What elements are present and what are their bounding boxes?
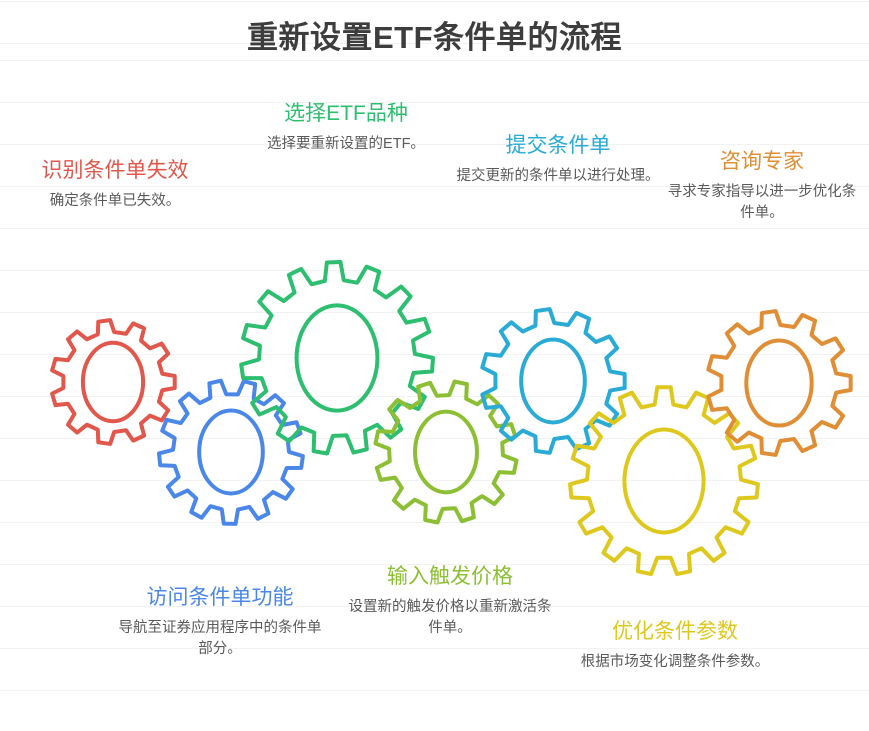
- gear-green-teeth: [239, 260, 435, 456]
- step-description: 设置新的触发价格以重新激活条件单。: [348, 598, 552, 637]
- step-callout-access-order-feature: 访问条件单功能 导航至证券应用程序中的条件单部分。: [114, 584, 326, 661]
- gear-green-icon: [239, 260, 435, 456]
- gear-lightblue-hub: [519, 337, 587, 425]
- gear-lightblue-icon: [480, 307, 627, 455]
- gear-yellow-teeth: [568, 385, 760, 577]
- page-title: 重新设置ETF条件单的流程: [246, 20, 623, 55]
- step-title: 优化条件参数: [612, 620, 738, 643]
- step-description: 导航至证券应用程序中的条件单部分。: [118, 619, 322, 658]
- step-callout-enter-trigger-price: 输入触发价格 设置新的触发价格以重新激活条件单。: [344, 563, 556, 640]
- step-callout-identify-expired-order: 识别条件单失效 确定条件单已失效。: [10, 157, 220, 212]
- step-title: 访问条件单功能: [146, 586, 294, 609]
- step-title: 提交条件单: [505, 134, 611, 157]
- step-title: 识别条件单失效: [41, 159, 189, 182]
- step-callout-select-etf: 选择ETF品种 选择要重新设置的ETF。: [246, 100, 446, 155]
- step-callout-consult-expert: 咨询专家 寻求专家指导以进一步优化条件单。: [662, 148, 862, 225]
- step-title: 选择ETF品种: [284, 102, 408, 125]
- gear-olive-hub: [413, 409, 479, 495]
- step-title: 咨询专家: [720, 150, 804, 173]
- gear-red-teeth: [50, 318, 177, 446]
- gear-orange-icon: [706, 309, 853, 457]
- gear-green-hub: [294, 303, 380, 413]
- gear-blue-teeth: [157, 378, 305, 526]
- gear-red-hub: [80, 340, 146, 424]
- gear-olive-icon: [373, 379, 519, 525]
- gear-lightblue-teeth: [480, 307, 627, 455]
- step-title: 输入触发价格: [387, 565, 513, 588]
- step-description: 确定条件单已失效。: [49, 192, 181, 209]
- gear-red-icon: [50, 318, 177, 446]
- step-callout-optimize-parameters: 优化条件参数 根据市场变化调整条件参数。: [568, 618, 782, 673]
- gear-orange-hub: [744, 338, 814, 428]
- gear-yellow-icon: [568, 385, 760, 577]
- step-description: 根据市场变化调整条件参数。: [580, 653, 770, 670]
- step-description: 选择要重新设置的ETF。: [267, 135, 425, 152]
- gear-orange-teeth: [706, 309, 853, 457]
- step-callout-submit-order: 提交条件单 提交更新的条件单以进行处理。: [452, 132, 664, 187]
- gear-yellow-hub: [622, 427, 706, 535]
- step-description: 寻求专家指导以进一步优化条件单。: [667, 183, 857, 222]
- gear-blue-icon: [157, 378, 305, 526]
- gear-olive-teeth: [373, 379, 519, 525]
- step-description: 提交更新的条件单以进行处理。: [456, 167, 660, 184]
- gear-blue-hub: [197, 408, 265, 496]
